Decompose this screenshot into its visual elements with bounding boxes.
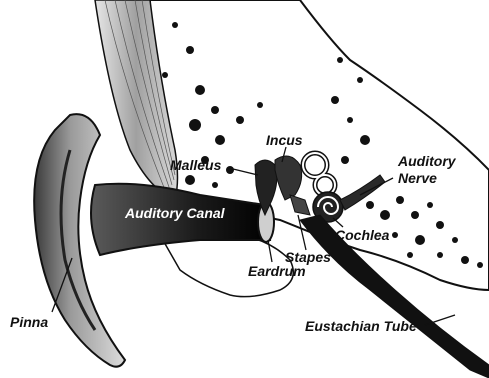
label-auditory-nerve-line1: Auditory	[397, 153, 457, 169]
label-eardrum: Eardrum	[248, 263, 306, 279]
label-auditory-nerve-line2: Nerve	[398, 170, 437, 186]
label-cochlea: Cochlea	[335, 227, 390, 243]
label-eustachian-tube: Eustachian Tube	[305, 318, 417, 334]
label-malleus: Malleus	[170, 157, 222, 173]
label-incus: Incus	[266, 132, 303, 148]
label-pinna: Pinna	[10, 314, 48, 330]
label-auditory-canal: Auditory Canal	[124, 205, 226, 221]
